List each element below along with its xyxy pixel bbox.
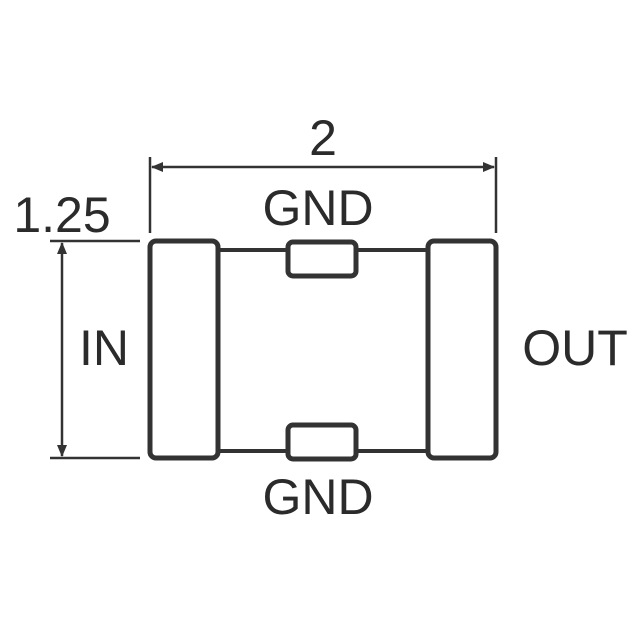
height-dimension: 1.25: [13, 187, 140, 460]
in-label: IN: [79, 320, 129, 376]
height-dimension-label: 1.25: [13, 187, 110, 243]
gnd-top-label: GND: [262, 180, 373, 236]
component-body: [217, 248, 430, 453]
width-dimension: 2: [148, 110, 498, 233]
out-terminal-pad: [425, 238, 499, 461]
width-dimension-label: 2: [309, 110, 337, 166]
gnd-top-pad: [285, 239, 359, 279]
out-label: OUT: [522, 320, 628, 376]
in-terminal-pad: [147, 238, 221, 461]
gnd-bottom-label: GND: [262, 469, 373, 525]
gnd-bottom-pad: [285, 422, 359, 462]
